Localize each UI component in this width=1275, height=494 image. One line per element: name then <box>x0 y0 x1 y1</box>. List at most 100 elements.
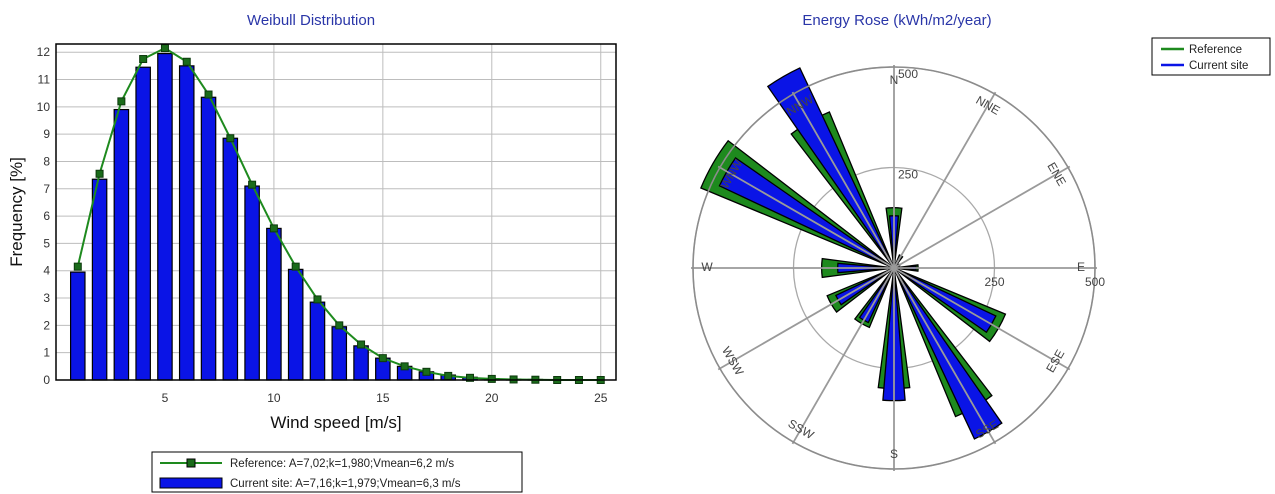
reference-marker <box>444 371 453 380</box>
current-site-bar <box>91 178 108 381</box>
reference-marker <box>422 367 431 376</box>
rose-spoke <box>893 165 1071 269</box>
current-site-bar <box>113 108 130 381</box>
ring-label-east: 250 <box>984 275 1004 289</box>
reference-marker <box>248 180 257 189</box>
weibull-x-axis-label: Wind speed [m/s] <box>270 413 401 432</box>
rose-current-bar <box>882 267 906 402</box>
weibull-legend: Reference: A=7,02;k=1,980;Vmean=6,2 m/s … <box>151 451 523 493</box>
rose-spoke <box>717 165 895 269</box>
direction-label: SSE <box>973 417 1001 441</box>
rose-ring <box>692 66 1096 470</box>
ring-label-east: 500 <box>1085 275 1105 289</box>
weibull-plot-frame <box>55 43 617 381</box>
rose-spoke <box>791 267 895 445</box>
y-tick-label: 5 <box>43 236 50 250</box>
legend-current-label: Current site: A=7,16;k=1,979;Vmean=6,3 m… <box>230 478 461 490</box>
y-tick-label: 2 <box>43 318 50 332</box>
rose-current-bar <box>834 267 895 306</box>
legend-reference-marker <box>186 458 196 468</box>
x-tick-label: 10 <box>267 391 281 405</box>
current-site-bar <box>69 271 86 381</box>
rose-reference-bar <box>790 111 895 269</box>
rose-current-bar <box>837 262 895 274</box>
energy-rose-title: Energy Rose (kWh/m2/year) <box>802 12 991 29</box>
reference-marker <box>95 169 104 178</box>
reference-marker <box>160 44 169 53</box>
reference-marker <box>117 97 126 106</box>
weibull-bars <box>69 52 565 381</box>
direction-label: ESE <box>1043 347 1067 375</box>
direction-label: WSW <box>719 344 747 378</box>
rose-reference-bar <box>885 207 903 269</box>
rose-current-bar <box>718 156 895 269</box>
direction-label: E <box>1077 260 1085 274</box>
y-tick-label: 6 <box>43 209 50 223</box>
energy-rose-grid <box>692 66 1096 470</box>
current-site-bar <box>135 66 151 381</box>
reference-marker <box>357 340 366 349</box>
reference-marker <box>269 224 278 233</box>
rose-current-bar <box>893 256 902 269</box>
rose-spoke <box>893 267 997 445</box>
direction-label: N <box>890 73 899 87</box>
direction-label: SSW <box>786 416 817 442</box>
rose-current-bar <box>888 215 900 269</box>
rose-current-bar <box>893 265 917 271</box>
rose-spoke <box>791 91 895 269</box>
rose-reference-bar <box>893 267 1007 343</box>
rose-spoke <box>893 91 997 269</box>
y-tick-label: 3 <box>43 291 50 305</box>
y-tick-label: 12 <box>37 45 51 59</box>
x-tick-label: 25 <box>594 391 608 405</box>
reference-marker <box>466 373 475 382</box>
rose-reference-bar <box>893 263 901 269</box>
rose-ring <box>792 166 996 370</box>
rose-reference-bar <box>893 267 993 418</box>
current-site-bar <box>200 96 217 381</box>
legend-reference-label: Reference: A=7,02;k=1,980;Vmean=6,2 m/s <box>230 458 454 470</box>
rose-reference-bar <box>877 267 911 390</box>
direction-label: ENE <box>1044 160 1068 188</box>
reference-marker <box>291 262 300 271</box>
direction-label: S <box>890 447 898 461</box>
ring-label-north: 250 <box>898 168 918 182</box>
ring-label-north: 500 <box>898 67 918 81</box>
x-tick-label: 15 <box>376 391 390 405</box>
rose-reference-bar <box>893 264 919 272</box>
rose-legend-reference-label: Reference <box>1189 44 1242 56</box>
reference-marker <box>139 55 148 64</box>
current-site-bar <box>178 65 195 381</box>
reference-marker <box>182 57 191 66</box>
rose-spoke <box>717 267 895 371</box>
reference-marker <box>73 262 82 271</box>
y-tick-label: 10 <box>37 100 51 114</box>
y-tick-label: 8 <box>43 154 50 168</box>
rose-current-bar <box>893 267 997 334</box>
current-site-bar <box>353 345 369 381</box>
rose-current-bar <box>858 267 895 324</box>
y-tick-label: 0 <box>43 373 50 387</box>
reference-marker <box>487 374 496 383</box>
x-tick-label: 20 <box>485 391 499 405</box>
rose-spoke <box>893 267 1071 371</box>
energy-rose-legend: Reference Current site <box>1151 37 1271 76</box>
reference-marker <box>226 134 235 143</box>
current-site-bar <box>309 301 326 381</box>
y-tick-label: 1 <box>43 346 50 360</box>
x-tick-label: 5 <box>162 391 169 405</box>
current-site-bar <box>287 268 304 381</box>
weibull-y-axis-label: Frequency [%] <box>7 157 26 267</box>
rose-reference-bar <box>826 267 895 313</box>
reference-marker <box>204 90 213 99</box>
energy-rose-spokes <box>691 65 1097 471</box>
energy-rose-bars <box>700 67 1007 440</box>
reference-marker <box>313 295 322 304</box>
rose-current-bar <box>893 267 1003 440</box>
rose-reference-bar <box>820 257 895 279</box>
weibull-title: Weibull Distribution <box>247 12 375 29</box>
current-site-bar <box>244 185 260 381</box>
